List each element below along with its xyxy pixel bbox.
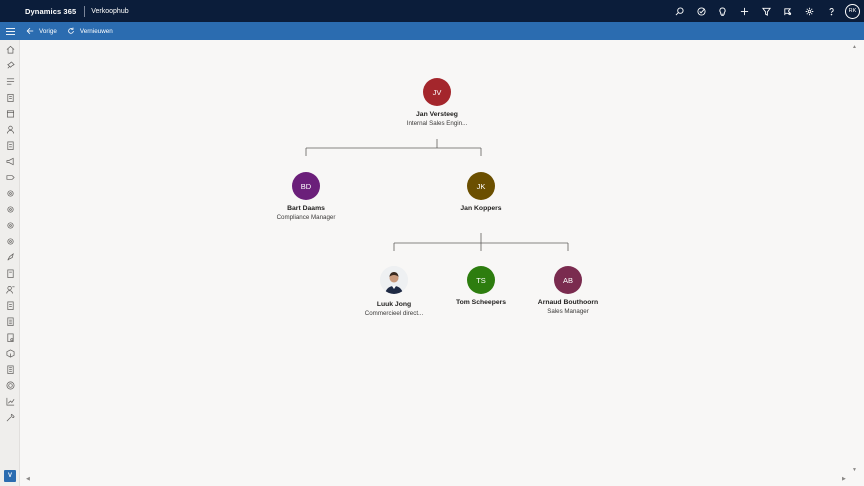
tag-icon[interactable] — [5, 172, 15, 182]
person-title: Internal Sales Engin... — [406, 119, 468, 127]
quote-icon[interactable] — [5, 332, 15, 342]
recent-icon[interactable] — [5, 76, 15, 86]
box-icon[interactable] — [5, 348, 15, 358]
area-switcher-badge[interactable]: V — [4, 470, 16, 482]
assistant-icon[interactable] — [777, 0, 799, 22]
app-area-name[interactable]: Verkoophub — [91, 7, 129, 15]
org-node-level2[interactable]: Luuk Jong Commercieel direct... — [334, 266, 454, 317]
list-icon[interactable] — [5, 316, 15, 326]
form-icon[interactable] — [5, 268, 15, 278]
person-name: Luuk Jong — [376, 301, 412, 308]
org-node-level2[interactable]: AB Arnaud Bouthoorn Sales Manager — [508, 266, 628, 315]
wrench-icon[interactable] — [5, 412, 15, 422]
person-name: Tom Scheepers — [455, 299, 507, 306]
command-bar: Vorige Vernieuwen — [0, 22, 864, 40]
vertical-scrollbar[interactable]: ▲ ▼ — [850, 40, 858, 476]
refresh-icon — [68, 27, 74, 34]
org-node-level1[interactable]: BD Bart Daams Compliance Manager — [246, 172, 366, 221]
gear-icon[interactable] — [5, 204, 15, 214]
lightbulb-icon[interactable] — [712, 0, 734, 22]
contact-icon[interactable] — [5, 284, 15, 294]
gear-icon[interactable] — [5, 220, 15, 230]
back-label: Vorige — [39, 27, 57, 35]
invoice-icon[interactable] — [5, 364, 15, 374]
home-icon[interactable] — [5, 44, 15, 54]
scroll-right-icon[interactable]: ▶ — [842, 476, 846, 482]
avatar-photo — [380, 266, 408, 294]
hamburger-menu-icon[interactable] — [0, 22, 20, 40]
document-icon[interactable] — [5, 140, 15, 150]
app-title[interactable]: Dynamics 365 — [25, 6, 77, 16]
horizontal-scrollbar[interactable]: ◀ ▶ — [20, 476, 850, 482]
refresh-label: Vernieuwen — [79, 27, 113, 35]
pin-icon[interactable] — [5, 60, 15, 70]
avatar: JV — [423, 78, 451, 106]
avatar: JK — [467, 172, 495, 200]
top-icon-group: RK — [669, 0, 864, 22]
title-divider — [84, 5, 86, 17]
target-icon[interactable] — [5, 380, 15, 390]
plus-icon[interactable] — [734, 0, 756, 22]
person-name: Bart Daams — [287, 205, 325, 212]
megaphone-icon[interactable] — [5, 156, 15, 166]
filter-icon[interactable] — [755, 0, 777, 22]
arrow-left-icon — [26, 27, 34, 35]
org-node-level2[interactable]: TS Tom Scheepers — [421, 266, 541, 308]
org-node-root[interactable]: JV Jan Versteeg Internal Sales Engin... — [377, 78, 497, 127]
search-icon[interactable] — [669, 0, 691, 22]
scroll-down-icon[interactable]: ▼ — [852, 467, 857, 473]
avatar: BD — [292, 172, 320, 200]
gear-icon[interactable] — [5, 236, 15, 246]
clipboard-icon[interactable] — [5, 92, 15, 102]
chart-icon[interactable] — [5, 396, 15, 406]
calendar-icon[interactable] — [5, 108, 15, 118]
person-title: Compliance Manager — [276, 213, 336, 221]
org-chart-canvas: JV Jan Versteeg Internal Sales Engin... … — [20, 40, 850, 476]
avatar: TS — [467, 266, 495, 294]
person-name: Jan Versteeg — [416, 111, 458, 118]
person-name: Arnaud Bouthoorn — [537, 299, 599, 306]
task-icon[interactable] — [690, 0, 712, 22]
rocket-icon[interactable] — [5, 252, 15, 262]
top-nav-bar: Dynamics 365 Verkoophub RK — [0, 0, 864, 22]
gear-icon[interactable] — [5, 188, 15, 198]
refresh-button[interactable]: Vernieuwen — [67, 27, 113, 35]
avatar: AB — [554, 266, 582, 294]
scroll-up-icon[interactable]: ▲ — [852, 44, 857, 50]
report-icon[interactable] — [5, 300, 15, 310]
org-node-level1[interactable]: JK Jan Koppers — [421, 172, 541, 214]
scroll-left-icon[interactable]: ◀ — [26, 476, 30, 482]
back-button[interactable]: Vorige — [26, 27, 57, 35]
org-connector-lines — [305, 139, 569, 251]
person-name: Jan Koppers — [460, 205, 502, 212]
person-title: Sales Manager — [547, 307, 589, 315]
sitemap-sidebar: V — [0, 40, 20, 486]
person-icon[interactable] — [5, 124, 15, 134]
gear-icon[interactable] — [799, 0, 821, 22]
user-avatar[interactable]: RK — [845, 3, 860, 19]
person-title: Commercieel direct... — [364, 309, 424, 317]
help-icon[interactable] — [820, 0, 842, 22]
